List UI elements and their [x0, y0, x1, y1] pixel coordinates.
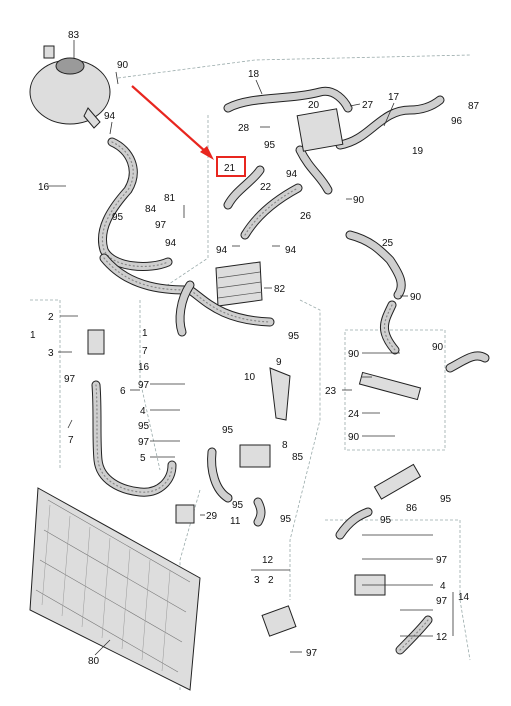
callout-90: 90: [432, 342, 444, 353]
callout-16: 16: [138, 362, 150, 373]
callout-94: 94: [104, 111, 116, 122]
callout-94: 94: [285, 245, 297, 256]
callout-97: 97: [64, 374, 76, 385]
callout-96: 96: [451, 116, 463, 127]
callout-81: 81: [164, 193, 176, 204]
callout-19: 19: [412, 146, 424, 157]
callout-11: 11: [230, 516, 241, 527]
callout-95: 95: [112, 212, 124, 223]
callout-7: 7: [68, 435, 74, 446]
oil-cooler: [215, 261, 263, 307]
callout-95: 95: [380, 515, 392, 526]
callout-84: 84: [145, 204, 157, 215]
expansion-tank: [29, 45, 111, 129]
callout-3: 3: [48, 348, 54, 359]
callout-17: 17: [388, 92, 400, 103]
group-outlines: [30, 54, 471, 690]
callout-22: 22: [260, 182, 272, 193]
callout-27: 27: [362, 100, 374, 111]
callout-97: 97: [436, 596, 448, 607]
callout-80: 80: [88, 656, 100, 667]
callout-4: 4: [140, 406, 146, 417]
callout-3: 3: [254, 575, 260, 586]
callout-90: 90: [117, 60, 129, 71]
callout-83: 83: [68, 30, 80, 41]
callout-9: 9: [276, 357, 282, 368]
callout-1: 1: [142, 328, 148, 339]
callout-87: 87: [468, 101, 480, 112]
callout-90: 90: [353, 195, 365, 206]
callout-25: 25: [382, 238, 394, 249]
callout-94: 94: [165, 238, 177, 249]
callout-2: 2: [48, 312, 54, 323]
callout-97: 97: [306, 648, 318, 659]
callout-20: 20: [308, 100, 320, 111]
fittings: [87, 108, 422, 637]
radiator: [29, 487, 201, 691]
callout-90: 90: [348, 349, 360, 360]
callout-24: 24: [348, 409, 360, 420]
callout-12: 12: [436, 632, 448, 643]
callout-82: 82: [274, 284, 286, 295]
hoses: [91, 86, 490, 655]
callout-97: 97: [436, 555, 448, 566]
callout-labels: 83 90 94 16 18 20 27 17 87 96 19 28 95 2…: [30, 30, 480, 667]
callout-95: 95: [222, 425, 234, 436]
callout-12: 12: [262, 555, 274, 566]
callout-4: 4: [440, 581, 446, 592]
callout-95: 95: [280, 514, 292, 525]
callout-95: 95: [138, 421, 150, 432]
callout-18: 18: [248, 69, 260, 80]
callout-23: 23: [325, 386, 337, 397]
callout-14: 14: [458, 592, 470, 603]
callout-16: 16: [38, 182, 50, 193]
callout-95: 95: [232, 500, 244, 511]
callout-94: 94: [216, 245, 228, 256]
callout-29: 29: [206, 511, 218, 522]
callout-6: 6: [120, 386, 126, 397]
callout-90: 90: [410, 292, 422, 303]
callout-7: 7: [142, 346, 148, 357]
callout-90: 90: [348, 432, 360, 443]
callout-86: 86: [406, 503, 418, 514]
callout-5: 5: [140, 453, 146, 464]
callout-21: 21: [224, 163, 236, 174]
callout-85: 85: [292, 452, 304, 463]
callout-28: 28: [238, 123, 250, 134]
callout-95: 95: [288, 331, 300, 342]
highlight-annotation: [131, 85, 246, 177]
callout-95: 95: [264, 140, 276, 151]
callout-97: 97: [138, 380, 150, 391]
callout-94: 94: [286, 169, 298, 180]
leader-lines: [48, 40, 454, 656]
callout-97: 97: [138, 437, 150, 448]
callout-8: 8: [282, 440, 288, 451]
callout-26: 26: [300, 211, 312, 222]
callout-10: 10: [244, 372, 256, 383]
callout-95: 95: [440, 494, 452, 505]
callout-2: 2: [268, 575, 274, 586]
callout-1: 1: [30, 330, 36, 341]
callout-97: 97: [155, 220, 167, 231]
